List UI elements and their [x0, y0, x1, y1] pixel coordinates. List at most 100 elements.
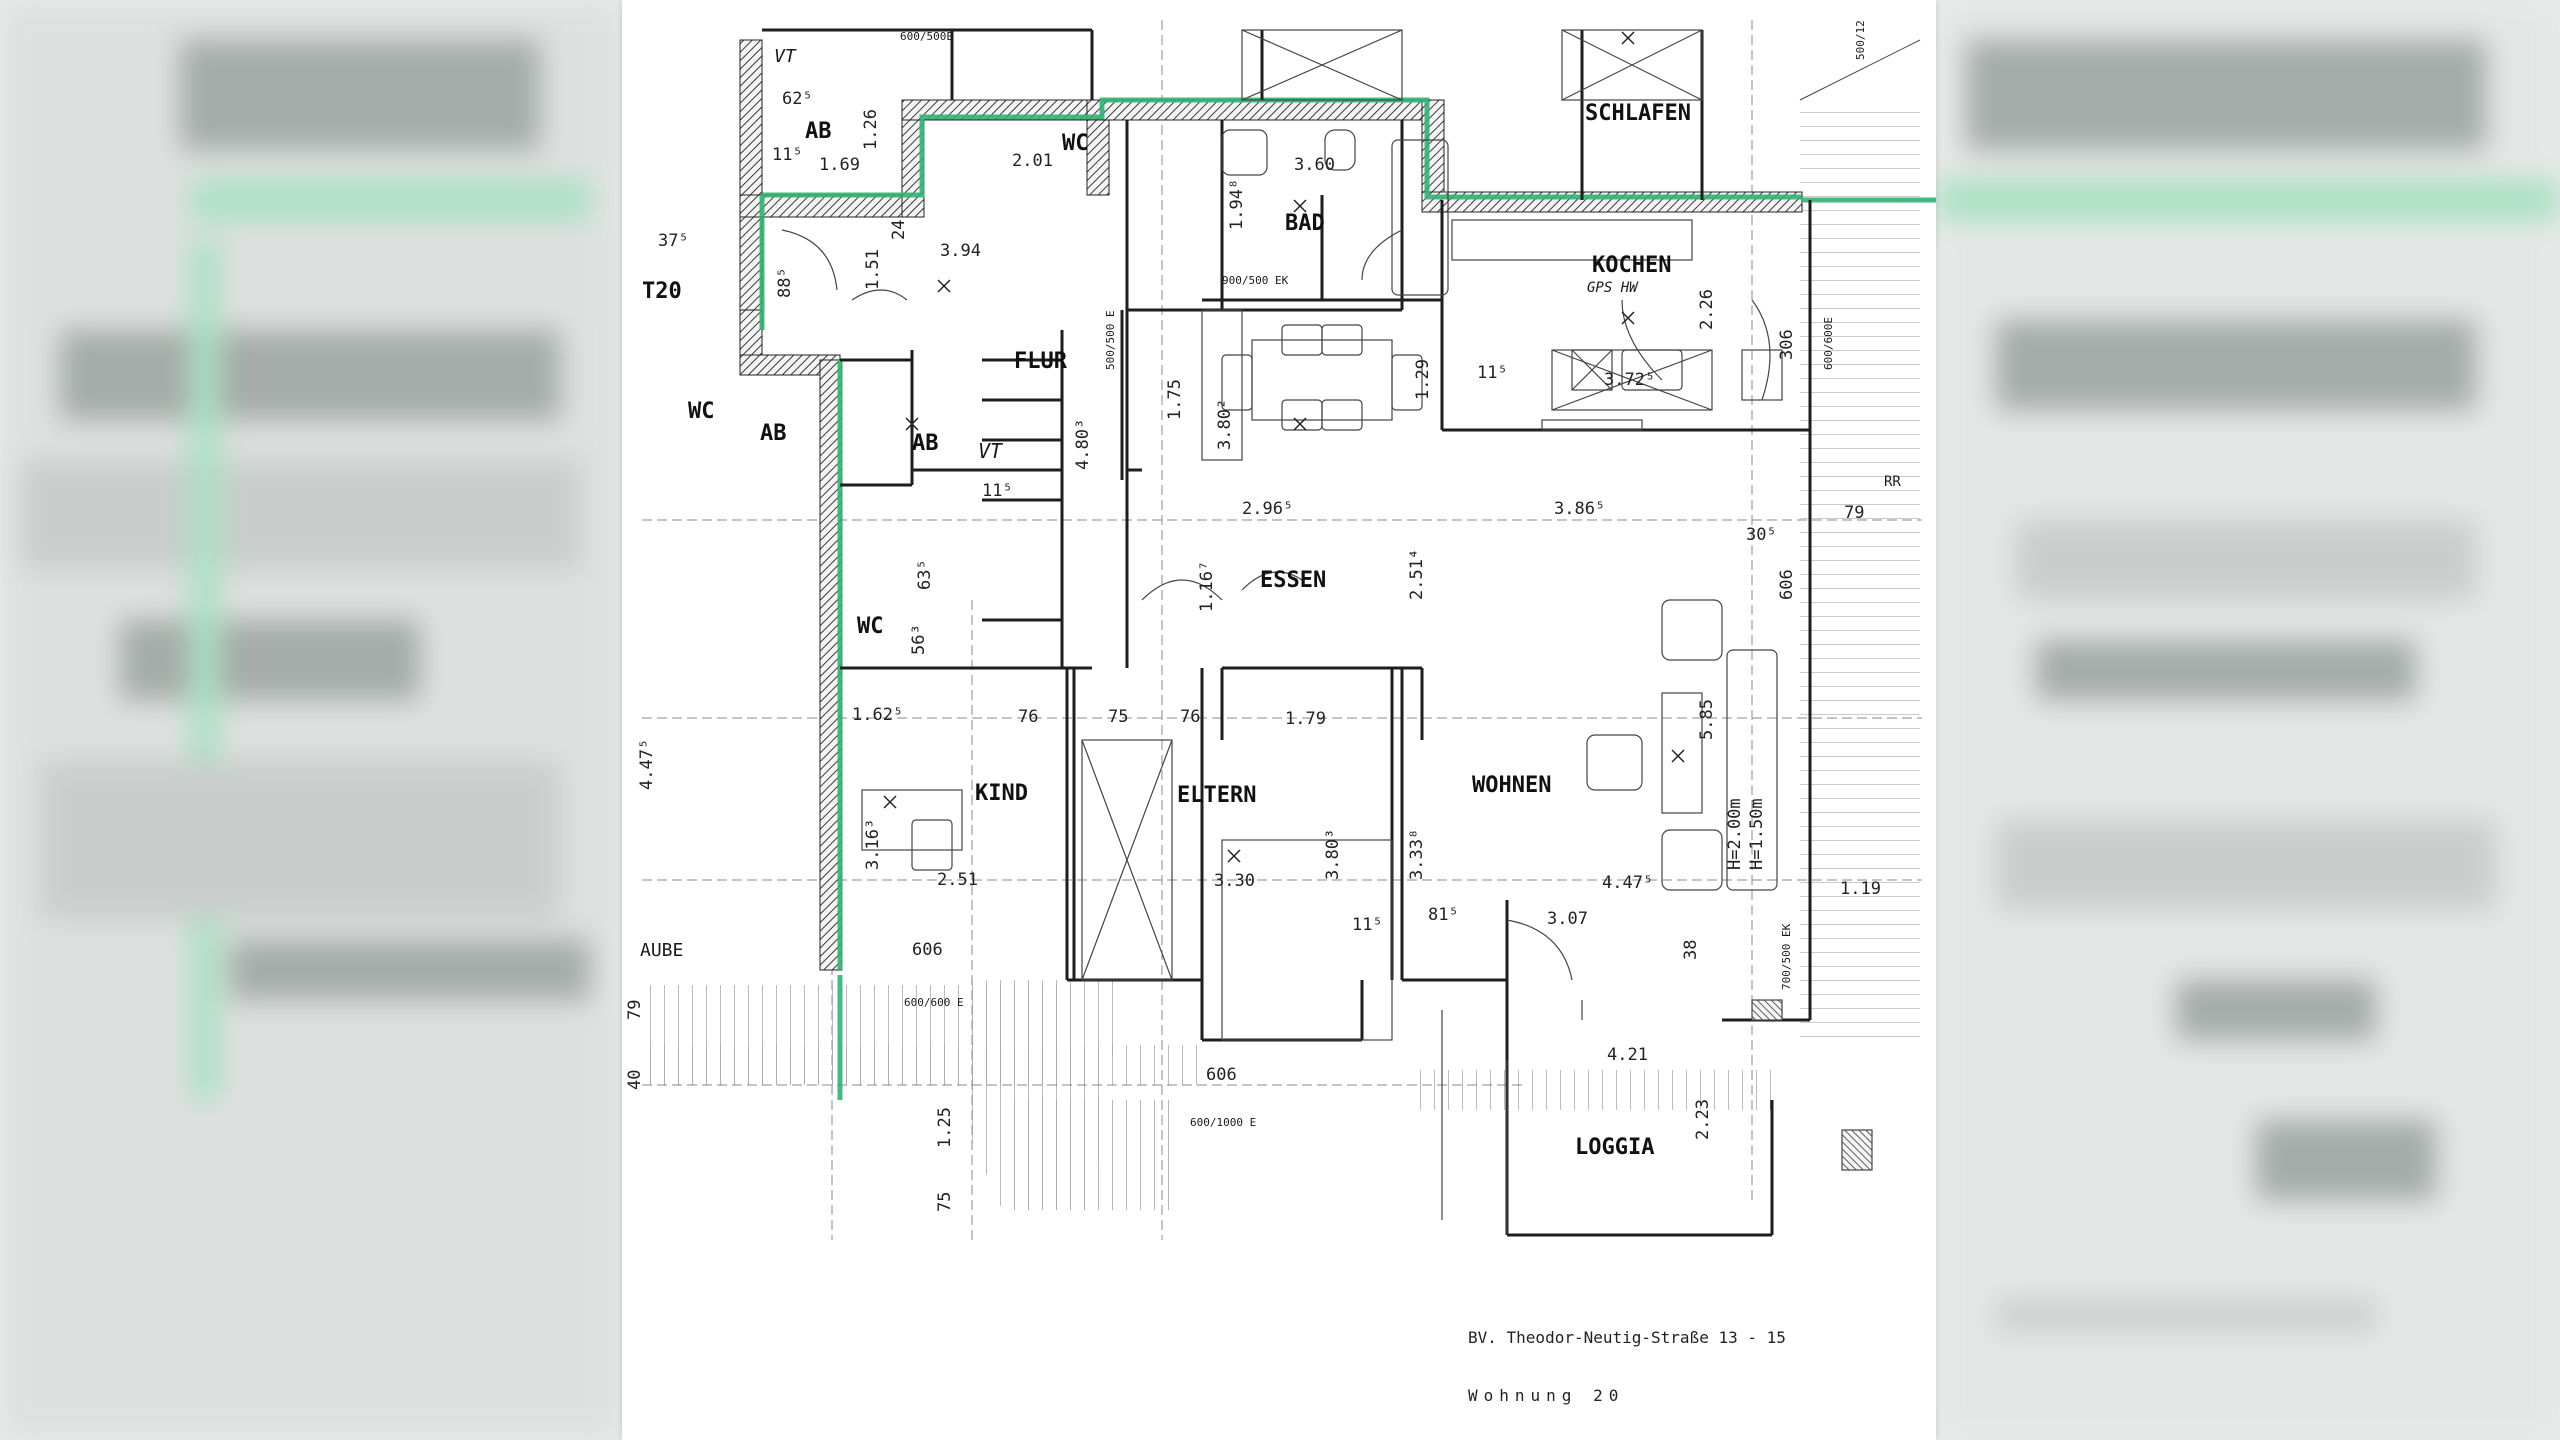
unit-boundary-green: [759, 97, 1936, 1100]
label-700-500ek: 700/500 EK: [1780, 923, 1793, 990]
dim-2-51-vertical: 2.51⁴: [1407, 549, 1427, 600]
equipment-labels: 600/500E 900/500 EK 500/500 E 600/600 E …: [900, 20, 1901, 1129]
dim-11-c: 11⁵: [1477, 363, 1508, 383]
dim-606-a: 606: [912, 940, 943, 960]
stair-hatch-bottom: [962, 980, 1772, 1210]
dim-24: 24: [889, 220, 909, 240]
dim-30: 30⁵: [1746, 525, 1777, 545]
room-label-wc-top: WC: [1062, 131, 1089, 156]
dim-1-79: 1.79: [1285, 709, 1326, 729]
dim-1-26: 1.26: [861, 109, 881, 150]
dim-38: 38: [1681, 940, 1701, 960]
project-caption: BV. Theodor-Neutig-Straße 13 - 15: [1468, 1328, 1786, 1347]
dim-h-2-00: H=2.00m: [1725, 798, 1745, 870]
dim-11-a: 11⁵: [982, 481, 1013, 501]
aube-label: AUBE: [640, 940, 683, 961]
dim-88: 88⁵: [775, 267, 795, 298]
dim-1-19: 1.19: [1840, 879, 1881, 899]
dim-56: 56³: [909, 624, 929, 655]
dimension-labels: 3.94 3.60 2.01 1.94⁸ 2.96⁵ 3.86⁵ 3.72⁵ 2…: [625, 89, 1881, 1212]
dim-76-a: 76: [1018, 707, 1038, 727]
room-label-kind: KIND: [975, 781, 1028, 806]
dim-3-80b: 3.80³: [1323, 829, 1343, 880]
dim-62: 62⁵: [782, 89, 813, 109]
dim-3-80: 3.80²: [1215, 399, 1235, 450]
dim-63: 63⁵: [915, 559, 935, 590]
label-rr: RR: [1884, 474, 1901, 490]
label-500-12: 500/12: [1854, 20, 1867, 60]
floor-plan-drawing: SCHLAFEN BAD KOCHEN GPS HW FLUR ESSEN WO…: [625, 20, 1936, 1240]
dim-3-86: 3.86⁵: [1554, 499, 1605, 519]
t20-label: T20: [642, 279, 682, 304]
dim-306: 306: [1777, 329, 1797, 360]
dim-1-75: 1.75: [1165, 379, 1185, 420]
dim-4-21: 4.21: [1607, 1045, 1648, 1065]
ceiling-markers: [883, 31, 1685, 863]
dim-2-01: 2.01: [1012, 151, 1053, 171]
label-600-1000e: 600/1000 E: [1190, 1116, 1256, 1129]
room-label-ab-left: AB: [760, 421, 787, 446]
dim-4-80: 4.80³: [1073, 419, 1093, 470]
room-label-kochen: KOCHEN: [1592, 253, 1671, 278]
room-label-wohnen: WOHNEN: [1472, 773, 1551, 798]
label-600-600e: 600/600 E: [904, 996, 964, 1009]
dim-76-b: 76: [1180, 707, 1200, 727]
room-label-essen: ESSEN: [1260, 568, 1326, 593]
dim-2-51: 2.51: [937, 870, 978, 890]
dim-2-26: 2.26: [1697, 289, 1717, 330]
room-label-bad: BAD: [1285, 211, 1325, 236]
room-label-ab: AB: [912, 431, 939, 456]
dim-606-b: 606: [1206, 1065, 1237, 1085]
dim-3-16: 3.16³: [863, 819, 883, 870]
dim-3-60: 3.60: [1294, 155, 1335, 175]
dim-5-85: 5.85: [1697, 699, 1717, 740]
dim-1-51: 1.51: [863, 249, 883, 290]
dim-1-62: 1.62⁵: [852, 705, 903, 725]
dim-11-b: 11⁵: [1352, 915, 1383, 935]
dim-79-b: 79: [1844, 503, 1864, 523]
dim-606-right: 606: [1777, 569, 1797, 600]
dim-2-96: 2.96⁵: [1242, 499, 1293, 519]
roof-hatch-right: [1799, 39, 1921, 1050]
dim-1-29: 1.29: [1413, 359, 1433, 400]
dim-1-69: 1.69: [819, 155, 860, 175]
room-label-flur: FLUR: [1014, 349, 1068, 374]
label-900-500ek: 900/500 EK: [1222, 274, 1289, 287]
vt-label-top: VT: [774, 46, 797, 67]
label-500-500e: 500/500 E: [1104, 310, 1117, 370]
vt-label: VT: [978, 439, 1004, 463]
dim-1-94: 1.94⁸: [1227, 179, 1247, 230]
dim-3-07: 3.07: [1547, 909, 1588, 929]
label-600-600e-right: 600/600E: [1822, 317, 1835, 370]
room-label-eltern: ELTERN: [1177, 783, 1256, 808]
label-600-500e: 600/500E: [900, 30, 953, 43]
dim-3-72: 3.72⁵: [1604, 370, 1655, 390]
dim-1-16: 1.16⁷: [1197, 561, 1217, 612]
dim-4-47: 4.47⁵: [1602, 873, 1653, 893]
dim-11-d: 11⁵: [772, 145, 803, 165]
dim-4-47-left: 4.47⁵: [637, 739, 657, 790]
dim-75: 75: [935, 1192, 955, 1212]
room-label-schlafen: SCHLAFEN: [1585, 101, 1691, 126]
room-label-wc: WC: [857, 614, 884, 639]
kochen-sub-label: GPS HW: [1587, 280, 1639, 296]
room-label-loggia: LOGGIA: [1575, 1135, 1654, 1160]
dim-37: 37⁵: [658, 231, 689, 251]
dim-81: 81⁵: [1428, 905, 1459, 925]
blurred-backdrop-right: [1936, 0, 2560, 1440]
dim-40: 40: [625, 1070, 645, 1090]
dim-1-25: 1.25: [935, 1107, 955, 1148]
thin-lines: [781, 29, 1873, 1235]
dim-3-30: 3.30: [1214, 871, 1255, 891]
dim-75-b: 75: [1108, 707, 1128, 727]
dim-3-33: 3.33⁸: [1407, 829, 1427, 880]
blurred-backdrop-left: [0, 0, 622, 1440]
room-label-ab-top: AB: [805, 119, 832, 144]
dim-2-23: 2.23: [1693, 1099, 1713, 1140]
room-label-wc-left: WC: [688, 399, 715, 424]
dim-h-1-50: H=1.50m: [1747, 798, 1767, 870]
floor-plan-sheet: SCHLAFEN BAD KOCHEN GPS HW FLUR ESSEN WO…: [622, 0, 1936, 1440]
dim-3-94: 3.94: [940, 241, 981, 261]
dim-79: 79: [625, 1000, 645, 1020]
unit-caption: Wohnung 20: [1468, 1386, 1625, 1405]
